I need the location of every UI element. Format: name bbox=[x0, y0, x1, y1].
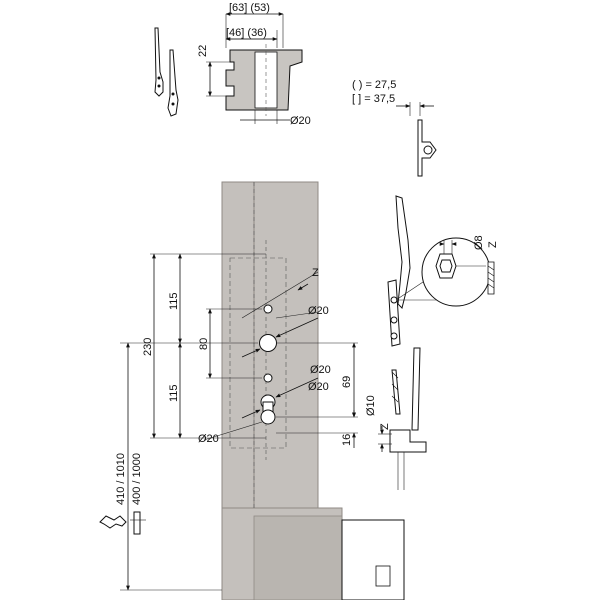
shaft-sketch bbox=[487, 261, 495, 295]
dimension-leaders bbox=[120, 253, 358, 591]
profile-sketch-small bbox=[99, 511, 146, 535]
legend-square-brackets: [ ] = 37,5 bbox=[352, 93, 395, 105]
dim-115-bottom: 115 bbox=[168, 384, 180, 402]
profile-section bbox=[206, 12, 303, 124]
frame-profile bbox=[221, 181, 405, 600]
dim-410-1010: 410 / 1010 bbox=[115, 453, 127, 505]
detail-magnifier bbox=[421, 237, 491, 307]
dim-d20-c: Ø20 bbox=[308, 381, 329, 393]
handle-sketch-left bbox=[154, 27, 179, 117]
dim-z-lower: Z bbox=[379, 423, 391, 430]
dim-69: 69 bbox=[341, 376, 353, 388]
dim-z-detail: Z bbox=[487, 241, 499, 248]
dim-d8: Ø8 bbox=[473, 235, 485, 250]
dim-inner-label: [46] (36) bbox=[226, 27, 267, 39]
dim-16: 16 bbox=[341, 434, 353, 446]
dim-hole-label: Ø20 bbox=[290, 115, 311, 127]
handle-assembly bbox=[387, 195, 445, 347]
dim-d10: Ø10 bbox=[365, 395, 377, 416]
lock-plate bbox=[229, 257, 287, 449]
screw-hole-upper bbox=[263, 304, 273, 314]
dim-400-1000: 400 / 1000 bbox=[131, 453, 143, 505]
dim-d20-a: Ø20 bbox=[308, 305, 329, 317]
screw-hole-middle bbox=[263, 373, 273, 383]
dim-d20-b: Ø20 bbox=[310, 364, 331, 376]
hinge-sketch-top bbox=[396, 102, 437, 177]
legend-round-brackets: ( ) = 27,5 bbox=[352, 79, 396, 91]
dim-z-front: Z bbox=[312, 267, 319, 279]
lock-case bbox=[341, 519, 405, 600]
frame-profile-channel bbox=[253, 515, 343, 600]
dim-height-label: 22 bbox=[197, 45, 209, 57]
dim-115-top: 115 bbox=[168, 292, 180, 310]
keyhole-lower bbox=[260, 409, 276, 425]
dim-outer-label: [63] (53) bbox=[229, 2, 270, 14]
dim-80: 80 bbox=[198, 338, 210, 350]
cylinder-hole-main bbox=[259, 334, 277, 352]
dim-d20-d: Ø20 bbox=[198, 433, 219, 445]
dim-230: 230 bbox=[142, 338, 154, 356]
handle-lower bbox=[378, 347, 427, 490]
